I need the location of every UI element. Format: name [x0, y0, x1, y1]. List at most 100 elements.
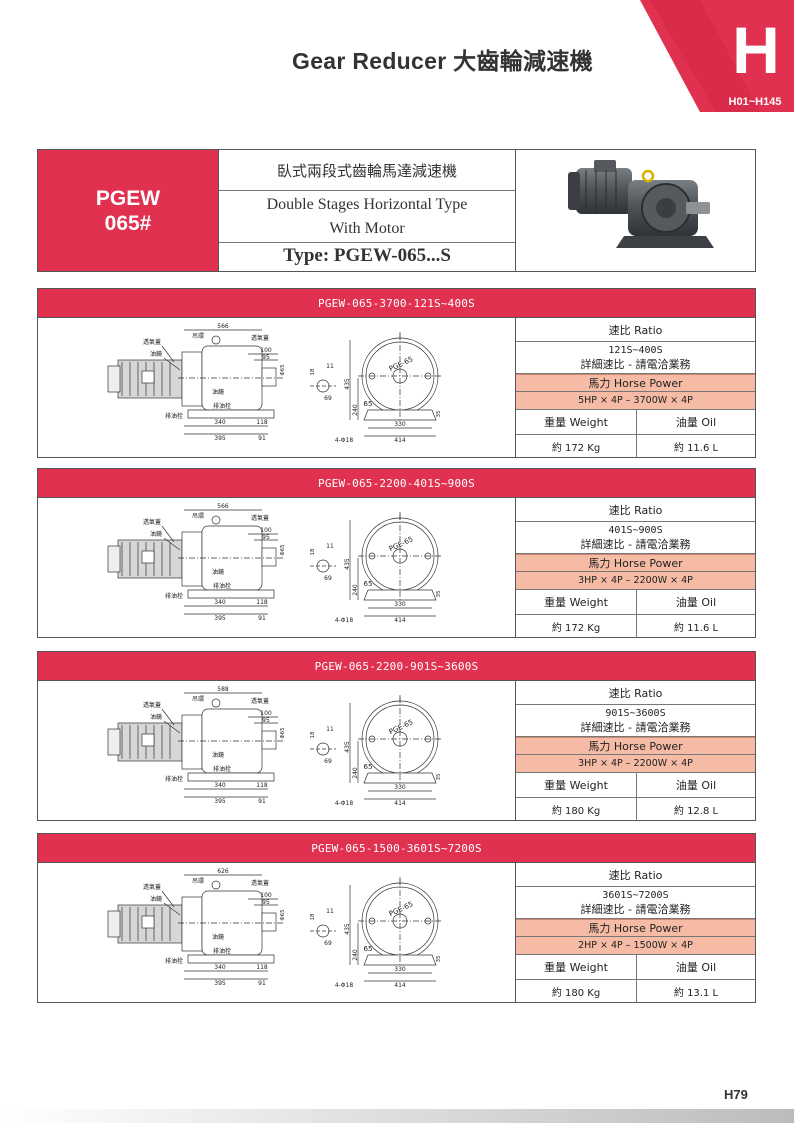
product-name-cn: 臥式兩段式齒輪馬達減速機: [219, 150, 515, 191]
drain-plug-label-2: 排油栓: [165, 592, 183, 600]
dim-phi65: Φ65: [280, 727, 286, 739]
mount-holes-label: 4-Φ18: [335, 617, 354, 624]
base-foot: [187, 589, 275, 599]
lift-ring-label: 吊環: [192, 696, 204, 703]
lift-ring-label: 吊環: [192, 513, 204, 520]
product-info-box: PGEW 065# 臥式兩段式齒輪馬達減速機 Double Stages Hor…: [37, 149, 756, 272]
output-shaft: [261, 912, 277, 932]
dim-330: 330: [394, 784, 406, 791]
ratio-range: 121S~400S: [608, 344, 663, 356]
dim-100: 100: [260, 892, 272, 899]
output-shaft: [261, 547, 277, 567]
vent-cap-label-2: 透氣蓋: [251, 879, 269, 887]
weight-oil-values: 約 172 Kg 約 11.6 L: [516, 615, 755, 638]
oil-gauge-label-2: 油鏡: [212, 568, 224, 576]
ratio-detail-note: 詳細速比 - 請電洽業務: [580, 902, 691, 916]
motor-fan-cover: [107, 365, 121, 393]
base-foot: [187, 954, 275, 964]
horse-power-value: 5HP × 4P – 3700W × 4P: [516, 392, 755, 410]
dim-395: 395: [214, 615, 226, 622]
ratio-header: 速比 Ratio: [516, 498, 755, 522]
dim-65: 65: [364, 580, 373, 588]
ratio-detail-note: 詳細速比 - 請電洽業務: [580, 537, 691, 551]
section-title: PGEW-065-2200-401S~900S: [38, 469, 755, 497]
horse-power-value: 3HP × 4P – 2200W × 4P: [516, 755, 755, 773]
horse-power-header: 馬力 Horse Power: [516, 737, 755, 755]
model-size: 065#: [104, 211, 152, 235]
spec-table: 速比 Ratio 121S~400S 詳細速比 - 請電洽業務 馬力 Horse…: [516, 317, 755, 458]
dim-18: 18: [310, 913, 316, 920]
ratio-detail-note: 詳細速比 - 請電洽業務: [580, 357, 691, 371]
dim-11: 11: [326, 726, 334, 733]
dim-395: 395: [214, 798, 226, 805]
spec-table: 速比 Ratio 901S~3600S 詳細速比 - 請電洽業務 馬力 Hors…: [516, 680, 755, 821]
dim-phi65: Φ65: [280, 364, 286, 376]
gearbox-front: [181, 896, 203, 952]
weight-label: 重量 Weight: [544, 416, 608, 429]
product-name-en-line1: Double Stages Horizontal Type: [266, 195, 468, 213]
horse-power-header: 馬力 Horse Power: [516, 374, 755, 392]
dim-118: 118: [256, 782, 268, 789]
drain-plug-label: 排油栓: [213, 947, 231, 955]
section-title: PGEW-065-2200-901S~3600S: [38, 652, 755, 680]
ratio-values: 901S~3600S 詳細速比 - 請電洽業務: [516, 705, 755, 737]
dim-240: 240: [352, 404, 359, 416]
lift-ring-label: 吊環: [192, 878, 204, 885]
dim-118: 118: [256, 964, 268, 971]
gear-reducer-drawing: 6263403951189110095Φ65透氣蓋油鏡吊環透氣蓋油鏡排油栓排油栓…: [107, 868, 442, 989]
section-title: PGEW-065-1500-3601S~7200S: [38, 834, 755, 862]
dim-18: 18: [310, 548, 316, 555]
weight-oil-header: 重量 Weight 油量 Oil: [516, 773, 755, 798]
dim-11: 11: [326, 543, 334, 550]
ratio-header: 速比 Ratio: [516, 318, 755, 342]
motor-fan-cover: [107, 545, 121, 573]
gear-reducer-drawing: 5883403951189110095Φ65透氣蓋油鏡吊環透氣蓋油鏡排油栓排油栓…: [107, 686, 442, 807]
weight-value: 約 172 Kg: [551, 623, 601, 634]
dim-11: 11: [326, 363, 334, 370]
dim-414: 414: [394, 982, 406, 989]
horse-power-header: 馬力 Horse Power: [516, 554, 755, 572]
dim-91: 91: [258, 980, 266, 987]
mount-holes-label: 4-Φ18: [335, 800, 354, 807]
gear-reducer-drawing: 5663403951189110095Φ65透氣蓋油鏡吊環透氣蓋油鏡排油栓排油栓…: [107, 503, 442, 624]
dim-total-width: 566: [217, 323, 229, 330]
vent-cap-label-2: 透氣蓋: [251, 334, 269, 342]
dim-total-width: 588: [217, 686, 229, 693]
vent-cap-label: 透氣蓋: [143, 883, 161, 891]
dim-330: 330: [394, 601, 406, 608]
drain-plug-label-2: 排油栓: [165, 775, 183, 783]
dim-330: 330: [394, 966, 406, 973]
ratio-detail-note: 詳細速比 - 請電洽業務: [580, 720, 691, 734]
drain-plug-label: 排油栓: [213, 402, 231, 410]
ratio-header: 速比 Ratio: [516, 863, 755, 887]
dim-240: 240: [352, 949, 359, 961]
vent-cap-label: 透氣蓋: [143, 338, 161, 346]
dim-118: 118: [256, 419, 268, 426]
weight-oil-header: 重量 Weight 油量 Oil: [516, 410, 755, 435]
horse-power-value: 3HP × 4P – 2200W × 4P: [516, 572, 755, 590]
product-description: 臥式兩段式齒輪馬達減速機 Double Stages Horizontal Ty…: [218, 150, 516, 271]
dim-118: 118: [256, 599, 268, 606]
product-name-en-line2: With Motor: [329, 219, 405, 237]
gear-motor-photo-icon: [568, 160, 714, 248]
ratio-values: 401S~900S 詳細速比 - 請電洽業務: [516, 522, 755, 554]
lift-ring-icon: [211, 880, 221, 890]
dim-65: 65: [364, 763, 373, 771]
page-title: Gear Reducer 大齒輪減速機: [292, 48, 593, 74]
lift-ring-icon: [211, 515, 221, 525]
dim-35: 35: [436, 773, 442, 780]
vent-cap-label-2: 透氣蓋: [251, 514, 269, 522]
weight-value: 約 172 Kg: [551, 443, 601, 454]
dim-91: 91: [258, 435, 266, 442]
dim-340: 340: [214, 782, 226, 789]
dim-95: 95: [262, 354, 270, 361]
dim-95: 95: [262, 534, 270, 541]
dim-100: 100: [260, 710, 272, 717]
dim-414: 414: [394, 437, 406, 444]
dim-435: 435: [344, 741, 351, 753]
vent-cap-label: 透氣蓋: [143, 701, 161, 709]
dim-35: 35: [436, 410, 442, 417]
